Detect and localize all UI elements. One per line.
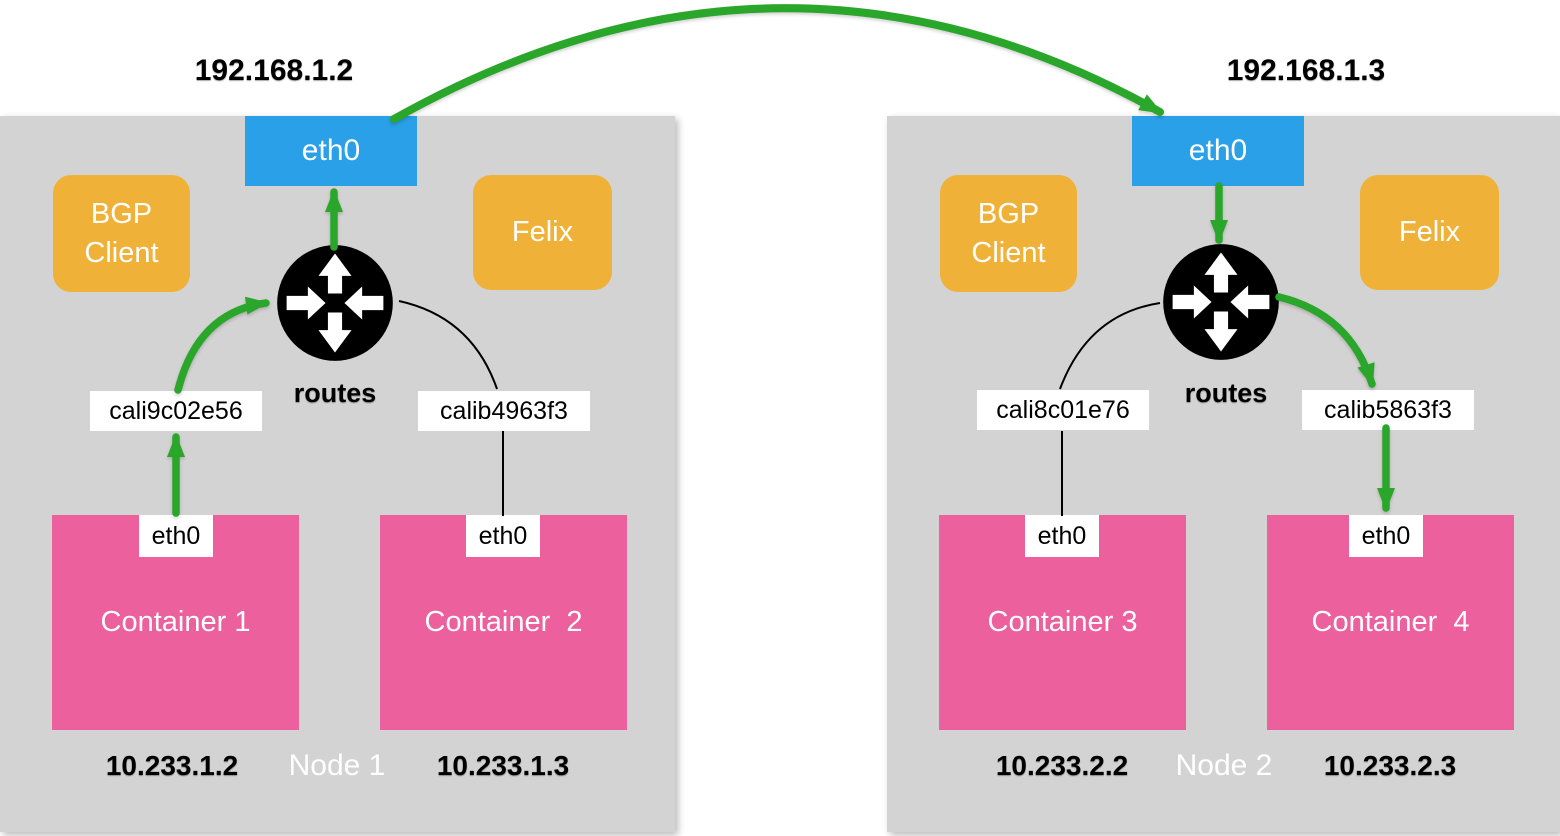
node1-felix: Felix <box>473 175 612 290</box>
container4-ip: 10.233.2.3 <box>1323 750 1457 781</box>
container4-eth0: eth0 <box>1349 515 1423 557</box>
node2-felix: Felix <box>1360 175 1499 290</box>
container2-ip: 10.233.1.3 <box>436 750 570 781</box>
container2-eth0: eth0 <box>466 515 540 557</box>
router-icon <box>1163 244 1279 360</box>
node2-host-ip: 192.168.1.3 <box>1226 54 1386 87</box>
container1-ip: 10.233.1.2 <box>105 750 239 781</box>
node2-eth0: eth0 <box>1132 116 1304 186</box>
container3-eth0: eth0 <box>1025 515 1099 557</box>
bgp-line2: Client <box>84 236 159 269</box>
veth-label-cali9c02e56: cali9c02e56 <box>90 391 262 431</box>
node1-label: Node 1 <box>288 749 386 782</box>
container-label: Container 4 <box>1311 606 1470 638</box>
router-icon <box>277 245 393 361</box>
veth-label-cali8c01e76: cali8c01e76 <box>977 390 1149 430</box>
bgp-line1: BGP <box>977 198 1040 231</box>
container3-ip: 10.233.2.2 <box>995 750 1129 781</box>
node1-host-ip: 192.168.1.2 <box>194 54 354 87</box>
node1-eth0: eth0 <box>245 116 417 186</box>
bgp-line1: BGP <box>90 198 153 231</box>
flow-node1-eth0-to-node2-eth0-arc <box>390 4 1164 123</box>
veth-label-calib4963f3: calib4963f3 <box>418 391 590 431</box>
node2-label: Node 2 <box>1175 749 1273 782</box>
bgp-line2: Client <box>971 236 1046 269</box>
container-label: Container 1 <box>100 606 251 638</box>
node1-routes-label: routes <box>293 378 377 408</box>
container-label: Container 3 <box>987 606 1138 638</box>
container1-eth0: eth0 <box>139 515 213 557</box>
node1-bgp-client: BGP Client <box>53 175 190 292</box>
veth-label-calib5863f3: calib5863f3 <box>1302 390 1474 430</box>
node2-routes-label: routes <box>1184 378 1268 408</box>
container-label: Container 2 <box>424 606 583 638</box>
node2-bgp-client: BGP Client <box>940 175 1077 292</box>
